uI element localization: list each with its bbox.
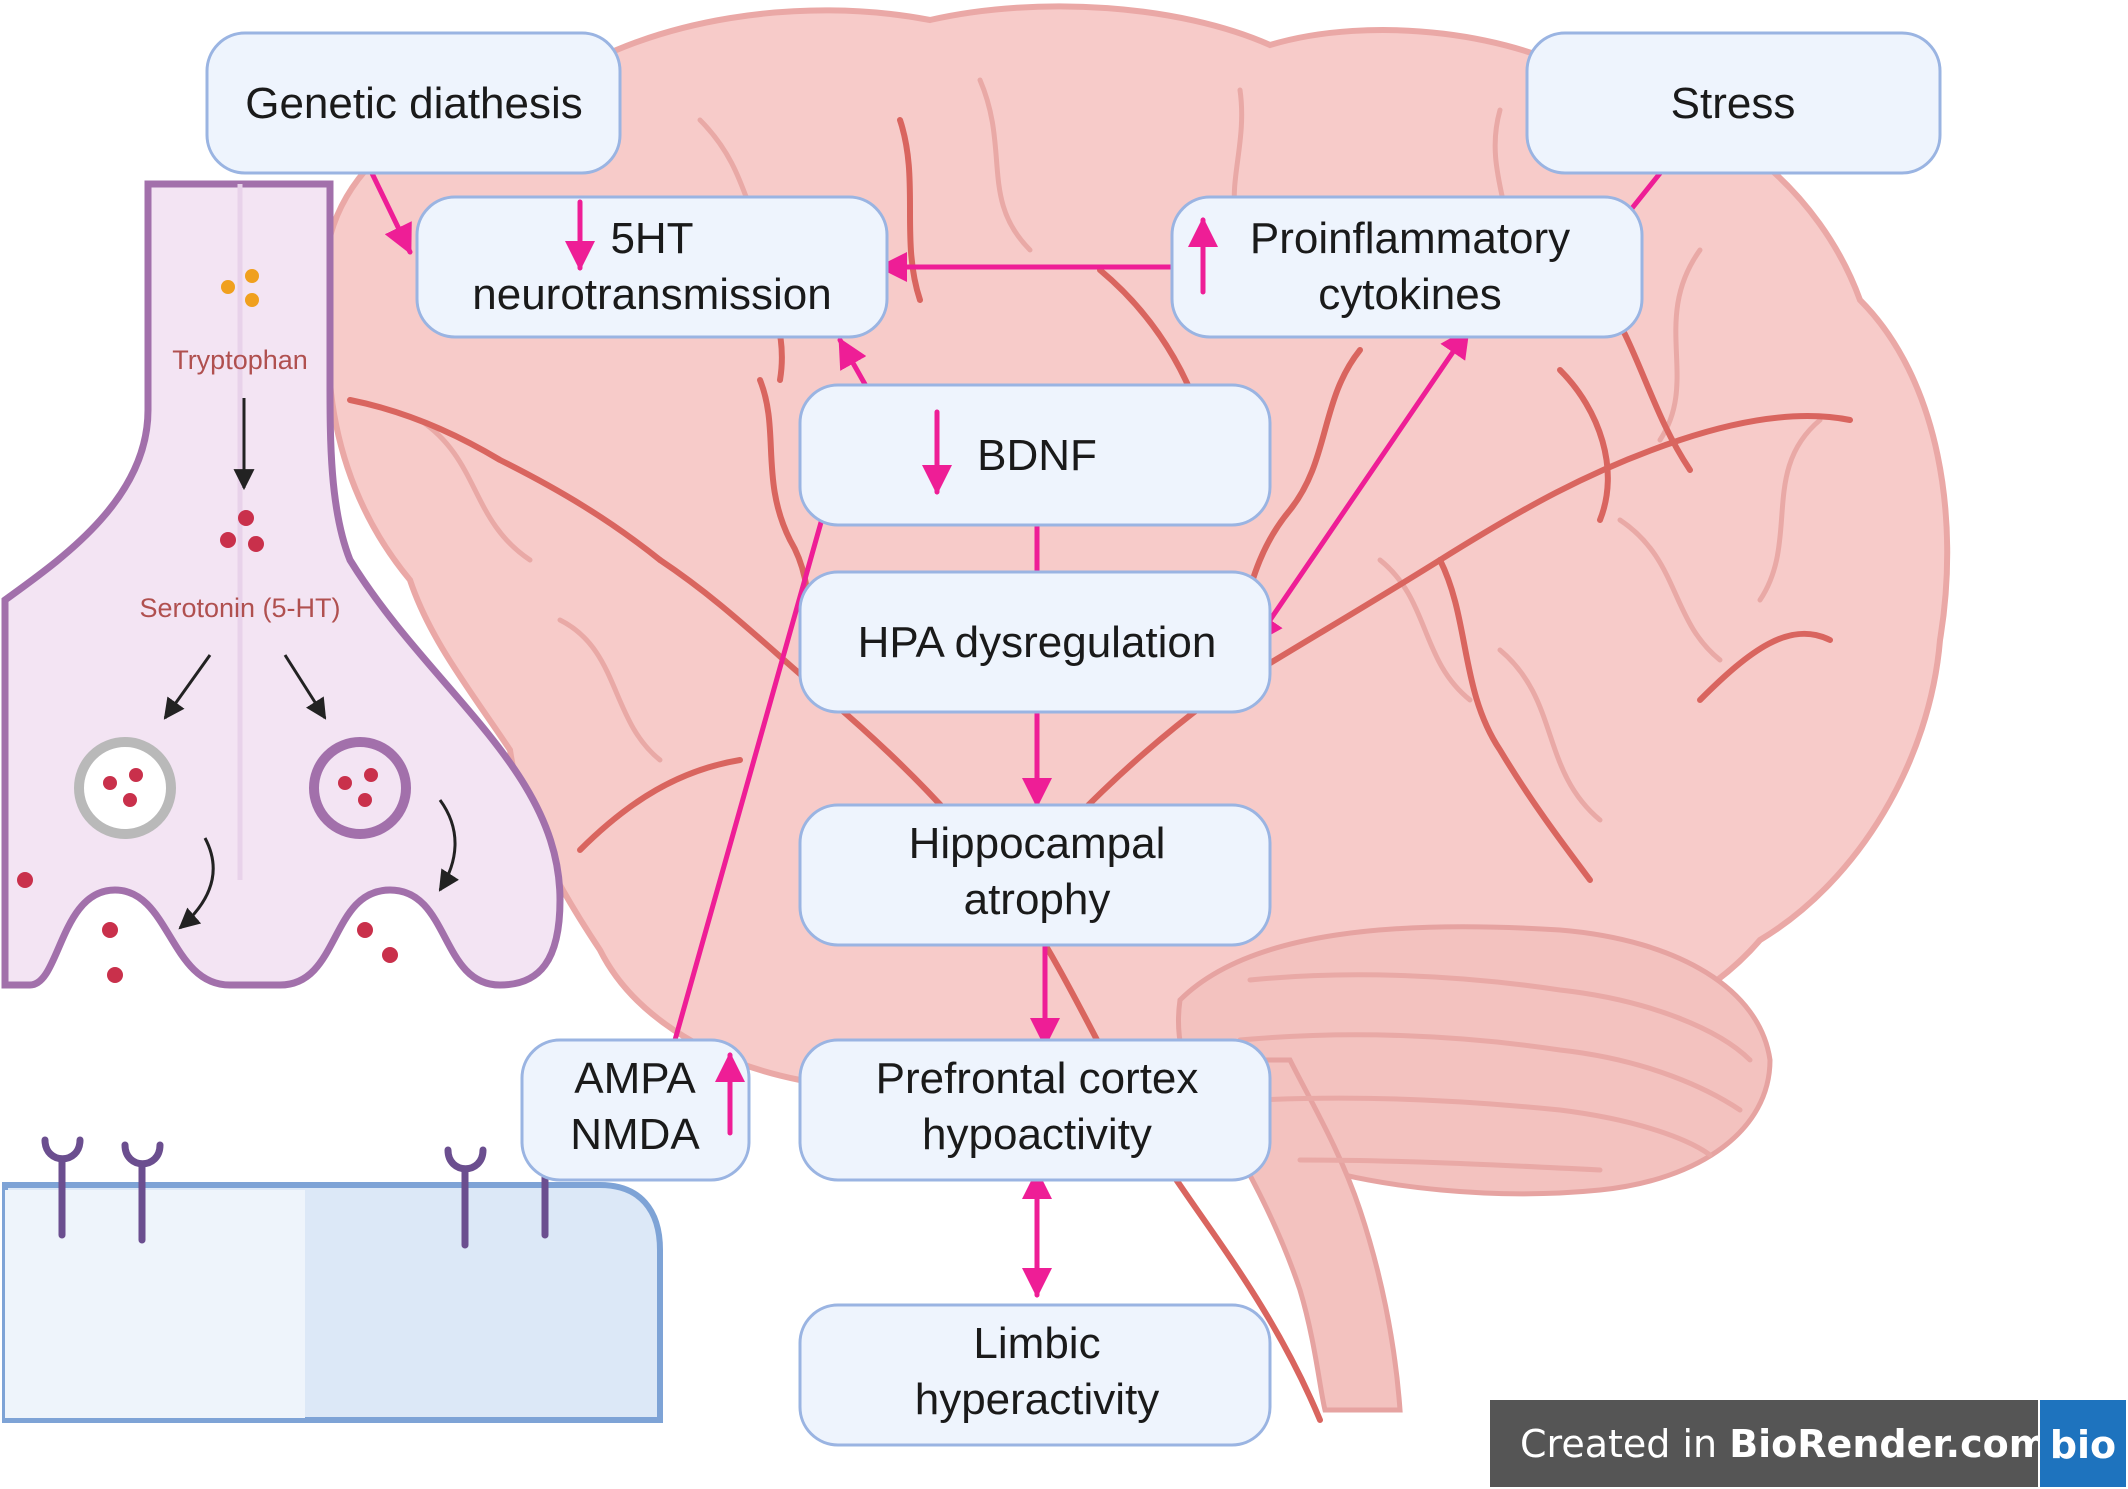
release-arrow-left — [178, 837, 215, 930]
change-indicators — [565, 199, 1218, 1136]
node-ht5-label-line-1: 5HT — [610, 214, 693, 263]
node-ampa-label-line-1: AMPA — [574, 1054, 696, 1103]
serotonin-molecule — [17, 872, 33, 888]
node-hippocampal-box — [798, 803, 1272, 947]
node-ampa: AMPA NMDA — [520, 1038, 751, 1182]
serotonin-molecule — [220, 532, 236, 548]
node-boxes: Genetic diathesis Stress 5HT neurotransmiss… — [205, 31, 1942, 1447]
node-bdnf-label-line-1: BDNF — [977, 431, 1097, 480]
serotonin-molecule — [338, 776, 352, 790]
tryptophan-molecule — [221, 280, 235, 294]
node-stress-box — [1525, 31, 1942, 175]
serotonin-molecule — [129, 768, 143, 782]
node-genetic-box — [205, 31, 622, 175]
credit-background — [1490, 1400, 2038, 1487]
vesicle-left — [74, 737, 176, 839]
node-cytokines-box — [1170, 195, 1644, 339]
node-prefrontal-label-line-1: Prefrontal cortex — [876, 1054, 1199, 1103]
serotonin-molecule — [357, 922, 373, 938]
serotonin-molecule — [358, 793, 372, 807]
node-bdnf-box — [798, 383, 1272, 527]
synapse-illustration: Tryptophan Serotonin (5-HT) — [1, 180, 663, 1423]
node-hpa-label-line-1: HPA dysregulation — [858, 618, 1217, 667]
node-hippocampal-label-line-1: Hippocampal — [909, 819, 1166, 868]
serotonin-molecule — [382, 947, 398, 963]
node-prefrontal-box — [798, 1038, 1272, 1182]
node-cytokines: Proinflammatory cytokines — [1170, 195, 1644, 339]
serotonin-molecule — [364, 768, 378, 782]
node-limbic-box — [798, 1303, 1272, 1447]
node-limbic-label-line-2: hyperactivity — [915, 1375, 1160, 1424]
node-cytokines-label-line-2: cytokines — [1318, 270, 1501, 319]
node-ampa-label-line-2: NMDA — [570, 1110, 700, 1159]
node-bdnf: BDNF — [798, 383, 1272, 527]
serotonin-molecule — [248, 536, 264, 552]
tryptophan-molecule — [245, 293, 259, 307]
node-prefrontal-label-line-2: hypoactivity — [922, 1110, 1152, 1159]
node-genetic-label-line-1: Genetic diathesis — [245, 79, 583, 128]
node-cytokines-label-line-1: Proinflammatory — [1250, 214, 1570, 263]
vesicle-arrow-right — [283, 654, 327, 720]
credit-text: Created in BioRender.com — [1520, 1422, 2048, 1466]
arrow-ampa-to-bdnf — [672, 452, 848, 1043]
node-ht5: 5HT neurotransmission — [415, 195, 889, 339]
arrow-cytokines-hpa — [1252, 327, 1471, 645]
vesicle-right — [309, 737, 411, 839]
node-limbic-label-line-1: Limbic — [973, 1319, 1100, 1368]
serotonin-label: Serotonin (5-HT) — [139, 593, 340, 623]
serotonin-molecule — [102, 922, 118, 938]
tryptophan-molecule — [245, 269, 259, 283]
node-ampa-box — [520, 1038, 751, 1182]
node-limbic: Limbic hyperactivity — [798, 1303, 1272, 1447]
node-ht5-box — [415, 195, 889, 339]
node-hpa: HPA dysregulation — [798, 570, 1272, 714]
node-stress-label-line-1: Stress — [1671, 79, 1796, 128]
serotonin-molecule — [123, 793, 137, 807]
serotonin-molecule — [107, 967, 123, 983]
node-prefrontal: Prefrontal cortex hypoactivity — [798, 1038, 1272, 1182]
tryptophan-label: Tryptophan — [172, 345, 308, 375]
node-hippocampal-label-line-2: atrophy — [964, 875, 1111, 924]
serotonin-molecule — [103, 776, 117, 790]
node-genetic: Genetic diathesis — [205, 31, 622, 175]
serotonin-molecule — [238, 510, 254, 526]
biorender-logo — [2040, 1400, 2126, 1487]
vesicle-arrow-left — [163, 654, 212, 720]
node-hpa-box — [798, 570, 1272, 714]
biorender-logo-text: bio — [2050, 1423, 2116, 1467]
node-hippocampal: Hippocampal atrophy — [798, 803, 1272, 947]
node-stress: Stress — [1525, 31, 1942, 175]
biorender-credit[interactable]: Created in BioRender.com bio — [1490, 1400, 2126, 1487]
release-arrow-right — [438, 799, 460, 892]
node-ht5-label-line-2: neurotransmission — [472, 270, 832, 319]
